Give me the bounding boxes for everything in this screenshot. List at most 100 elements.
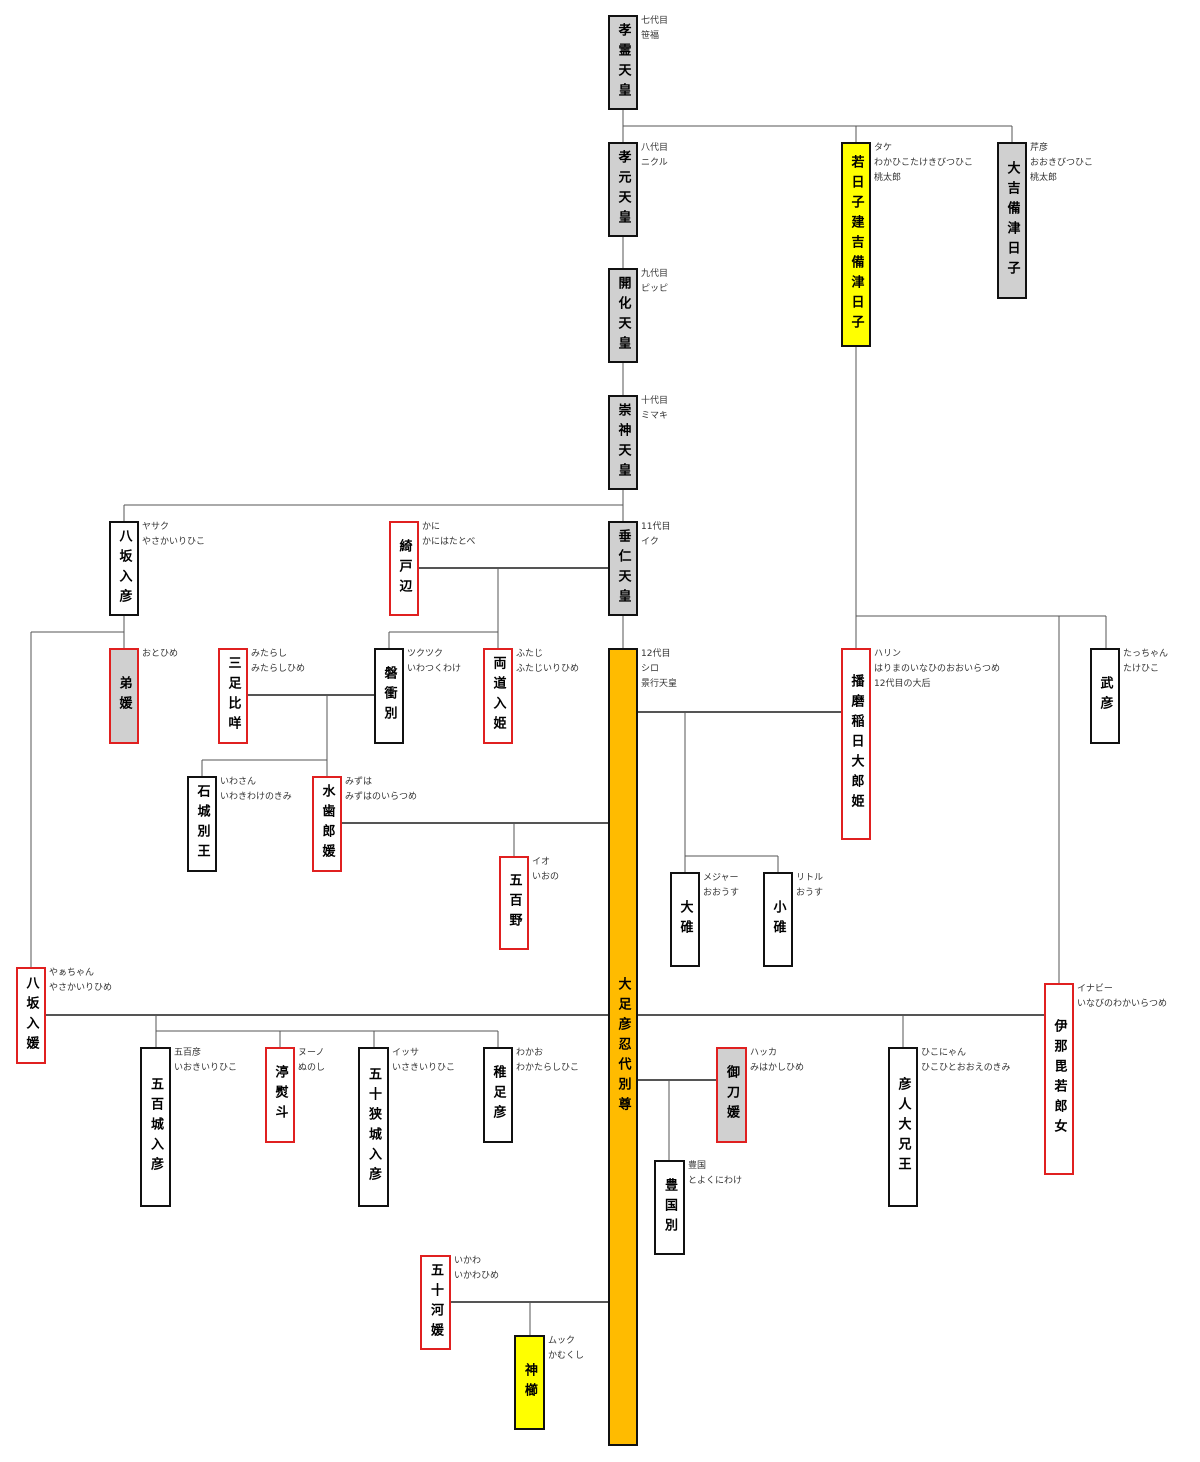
annotation-line: リトル	[796, 873, 824, 883]
annotation-line: 12代目の大后	[874, 679, 931, 689]
person-annotation: 12代目シロ景行天皇	[641, 647, 677, 692]
annotation-line: 11代目	[641, 522, 671, 532]
person-name: 弟媛	[116, 676, 132, 716]
annotation-line: 七代目	[641, 16, 669, 26]
person-box-ousu: 大碓	[670, 872, 700, 967]
annotation-line: ニクル	[641, 158, 668, 168]
annotation-line: シロ	[641, 664, 660, 674]
person-box-iokiirihiko: 五百城入彦	[140, 1047, 171, 1207]
person-name: 五十河媛	[428, 1262, 443, 1343]
person-box-keiko: 大足彦忍代別尊	[608, 648, 638, 1446]
person-annotation: イッサいさきいりひこ	[392, 1046, 455, 1076]
person-name: 御刀媛	[724, 1065, 739, 1125]
annotation-line: みたらしひめ	[251, 664, 306, 674]
annotation-line: 12代目	[641, 649, 671, 659]
annotation-line: わかたらしひこ	[516, 1063, 580, 1073]
annotation-line: ふたじ	[516, 649, 544, 659]
person-box-yasakairihiko: 八坂入彦	[109, 521, 139, 616]
annotation-line: はりまのいなひのおおいらつめ	[874, 664, 1001, 674]
person-annotation: みずはみずはのいらつめ	[345, 775, 417, 805]
person-name: 彦人大兄王	[895, 1077, 911, 1177]
annotation-line: とよくにわけ	[688, 1176, 743, 1186]
person-name: 両道入姫	[490, 656, 506, 736]
person-annotation: いわさんいわきわけのきみ	[220, 775, 292, 805]
annotation-line: ムック	[548, 1336, 576, 1346]
annotation-line: イク	[641, 537, 659, 547]
person-annotation: いかわいかわひめ	[454, 1254, 499, 1284]
person-annotation: 十代目ミマキ	[641, 394, 668, 424]
annotation-line: やさかいりひめ	[49, 983, 113, 993]
person-name: 若日子建吉備津日子	[848, 154, 864, 335]
person-name: 稚足彦	[490, 1065, 506, 1125]
person-box-futaji: 両道入姫	[483, 648, 513, 744]
person-box-iwatsukuwake: 磐衝別	[374, 648, 404, 744]
person-box-mihakashi: 御刀媛	[716, 1047, 747, 1143]
annotation-line: いわさん	[220, 777, 257, 787]
annotation-line: たっちゃん	[1123, 649, 1169, 659]
person-annotation: かにかにはたとべ	[422, 520, 475, 550]
annotation-line: いわきわけのきみ	[220, 792, 292, 802]
annotation-line: ぬのし	[298, 1063, 326, 1073]
person-name: 大足彦忍代別尊	[615, 977, 631, 1117]
person-box-suinin: 垂仁天皇	[608, 521, 638, 616]
annotation-line: イオ	[532, 857, 551, 867]
annotation-line: いわつくわけ	[407, 664, 462, 674]
person-box-kousu: 小碓	[763, 872, 793, 967]
person-annotation: ヤサクやさかいりひこ	[142, 520, 205, 550]
annotation-line: 景行天皇	[641, 679, 678, 689]
person-box-nunoshi: 渟熨斗	[265, 1047, 295, 1143]
annotation-line: みずは	[345, 777, 373, 787]
annotation-line: メジャー	[703, 873, 739, 883]
person-name: 伊那毘若郎女	[1051, 1019, 1067, 1139]
person-box-ikawahime: 五十河媛	[420, 1255, 451, 1350]
annotation-line: みたらし	[251, 649, 288, 659]
person-box-korei: 孝霊天皇	[608, 15, 638, 110]
annotation-line: かにはたとべ	[422, 537, 476, 547]
annotation-line: おうす	[796, 888, 824, 898]
person-annotation: わかおわかたらしひこ	[516, 1046, 579, 1076]
annotation-line: 桃太郎	[1030, 173, 1058, 183]
person-name: 武彦	[1097, 676, 1113, 716]
person-annotation: 七代目笹福	[641, 14, 668, 44]
person-name: 神櫛	[522, 1362, 537, 1403]
annotation-line: おとひめ	[142, 649, 179, 659]
person-name: 崇神天皇	[615, 402, 631, 483]
annotation-line: ツクツク	[407, 649, 444, 659]
person-name: 渟熨斗	[272, 1065, 288, 1125]
annotation-line: いおの	[532, 872, 560, 882]
person-box-isakiirihiko: 五十狭城入彦	[358, 1047, 389, 1207]
person-name: 小碓	[770, 899, 786, 940]
person-name: 水歯郎媛	[319, 784, 335, 864]
person-annotation: 芹彦おおきびつひこ桃太郎	[1030, 141, 1093, 186]
person-box-kogen: 孝元天皇	[608, 142, 638, 237]
person-annotation: リトルおうす	[796, 871, 823, 901]
annotation-line: やさかいりひこ	[142, 537, 206, 547]
person-name: 大碓	[677, 899, 693, 940]
person-annotation: 豊国とよくにわけ	[688, 1159, 742, 1189]
annotation-line: みずはのいらつめ	[345, 792, 418, 802]
person-box-io: 五百野	[499, 856, 529, 950]
annotation-line: ミマキ	[641, 411, 669, 421]
person-name: 五十狭城入彦	[366, 1067, 381, 1187]
person-box-mitarashi: 三足比咩	[218, 648, 248, 744]
person-annotation: メジャーおおうす	[703, 871, 739, 901]
person-box-hikohito: 彦人大兄王	[888, 1047, 918, 1207]
annotation-line: 十代目	[641, 396, 669, 406]
annotation-line: 桃太郎	[874, 173, 902, 183]
person-box-wakatarashi: 稚足彦	[483, 1047, 513, 1143]
annotation-line: ふたじいりひめ	[516, 664, 580, 674]
person-annotation: ハッカみはかしひめ	[750, 1046, 804, 1076]
person-box-takehiko: 武彦	[1090, 648, 1120, 744]
annotation-line: いおきいりひこ	[174, 1063, 238, 1073]
person-box-ototohime: 弟媛	[109, 648, 139, 744]
person-annotation: ムックかむくし	[548, 1334, 584, 1364]
person-annotation: ツクツクいわつくわけ	[407, 647, 461, 677]
person-box-sujin: 崇神天皇	[608, 395, 638, 490]
annotation-line: かに	[422, 522, 441, 532]
person-box-yasakairihime: 八坂入媛	[16, 967, 46, 1064]
annotation-line: わかお	[516, 1048, 544, 1058]
person-box-wakahiko: 若日子建吉備津日子	[841, 142, 871, 347]
annotation-line: いなびのわかいらつめ	[1077, 999, 1168, 1009]
person-annotation: 八代目ニクル	[641, 141, 668, 171]
